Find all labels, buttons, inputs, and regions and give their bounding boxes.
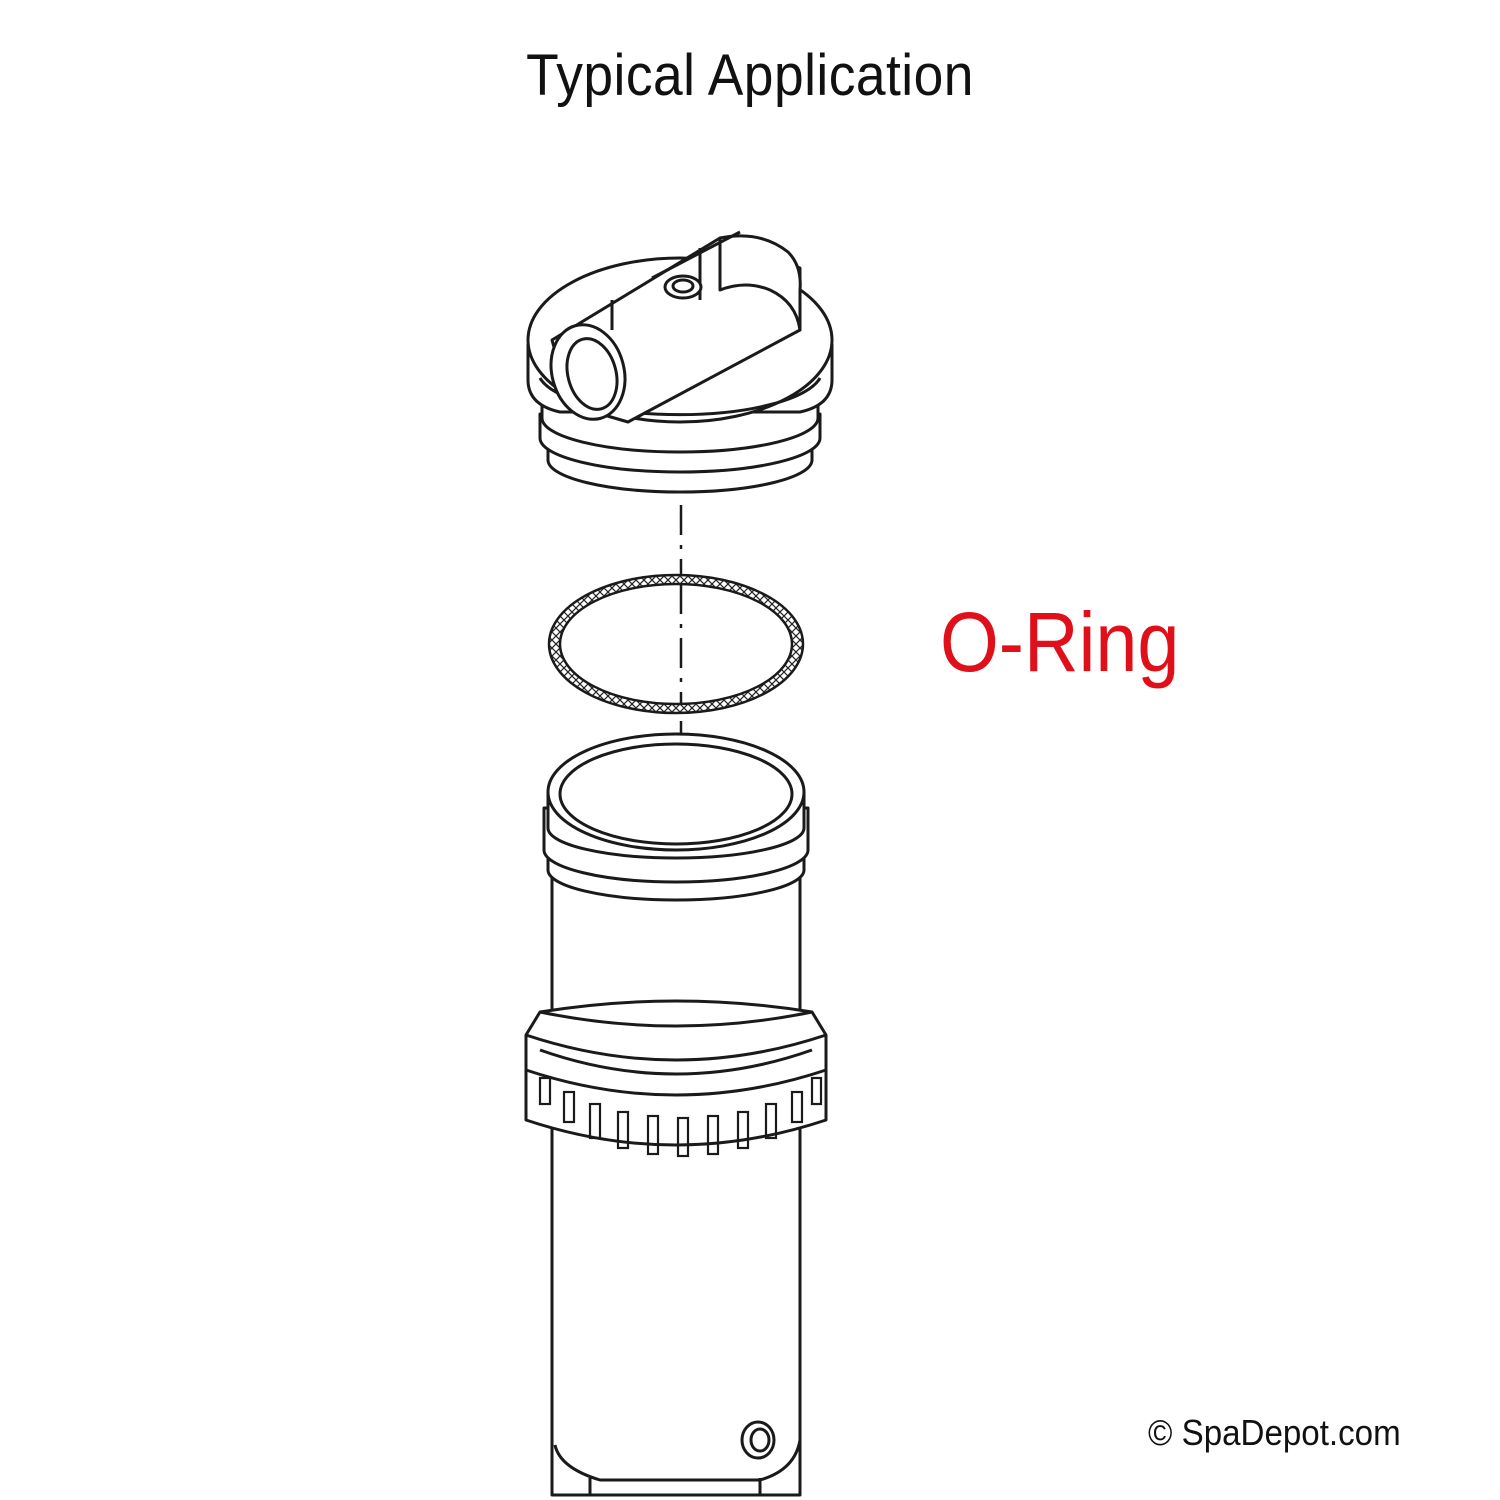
- lock-ring-icon: [524, 999, 828, 1158]
- copyright-notice: © SpaDepot.com: [1148, 1412, 1401, 1453]
- filter-lid-icon: [526, 230, 834, 494]
- o-ring-callout-label: O-Ring: [940, 595, 1180, 689]
- filter-housing-icon: [542, 732, 810, 1497]
- o-ring-icon: [547, 573, 805, 715]
- page-title: Typical Application: [526, 43, 974, 108]
